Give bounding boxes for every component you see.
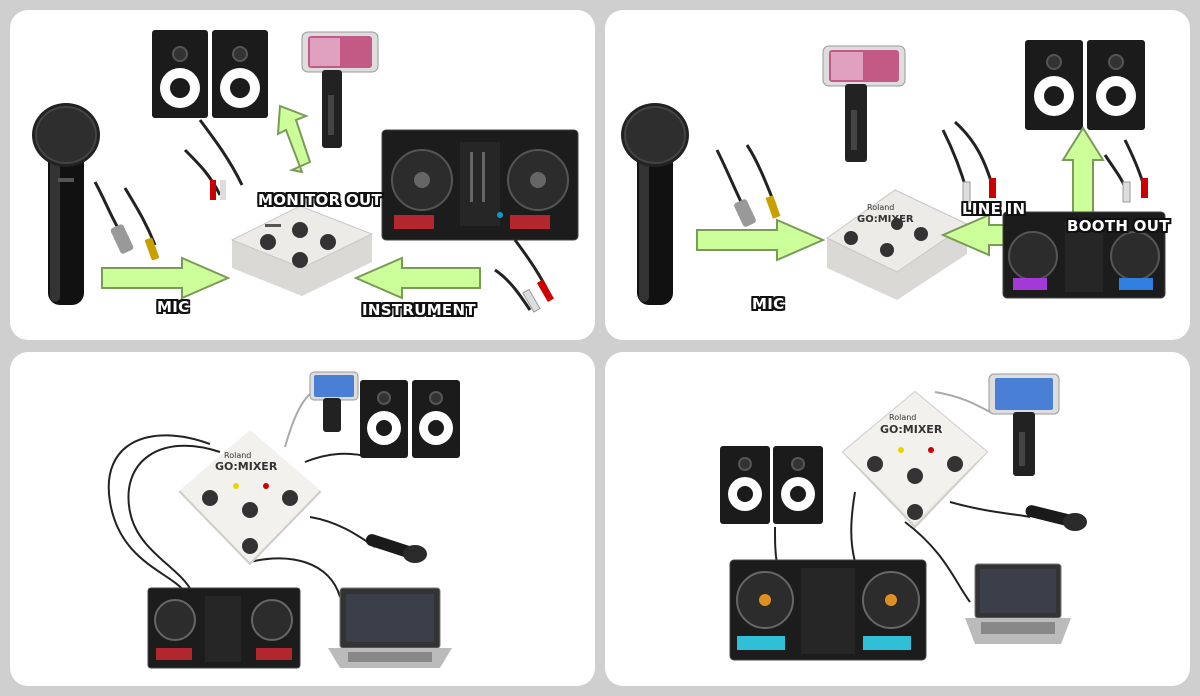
dj-controller-icon [381,129,579,241]
dj-controller-icon [147,587,301,669]
smartphone-icon [822,45,906,87]
xlr-cable-icon [93,181,159,261]
diagram-dj-large-setup: Roland GO:MIXER [720,373,1087,661]
laptop-icon [328,587,452,668]
speaker-cable [198,119,244,186]
mic-arrow [101,256,231,300]
smartphone-icon [309,371,359,401]
mixer-model: GO:MIXER [857,214,914,225]
diagram-dj-small-setup: Roland GO:MIXER [107,371,460,669]
diagram-instrument-setup [32,30,579,313]
panel-setup-dj-small: Roland GO:MIXER [10,352,595,686]
label-booth-out: BOOTH OUT [1067,217,1170,235]
phone-stand-icon [322,70,342,148]
microphone-icon [365,534,427,563]
mixer-model: GO:MIXER [880,423,943,436]
microphone-icon [1025,505,1087,531]
diagram-line-in-setup: Roland GO:MIXER [621,40,1166,305]
panel-setup-instrument: MIC MONITOR OUT INSTRUMENT [10,10,595,340]
mixer-brand: Roland [224,451,251,460]
rca-plug-red [210,180,216,200]
label-mic: MIC [752,295,785,313]
label-instrument: INSTRUMENT [362,301,476,319]
go-mixer-device: Roland GO:MIXER [178,430,322,566]
label-monitor-out: MONITOR OUT [258,191,383,209]
go-mixer-device: Roland GO:MIXER [841,390,989,529]
booth-out-arrow [1061,126,1105,215]
speaker-left-icon [720,446,770,524]
go-mixer-device: Roland GO:MIXER [826,189,969,300]
speaker-left-icon [1025,40,1083,130]
speaker-right-icon [773,446,823,524]
speaker-right-icon [412,380,460,458]
laptop-icon [965,563,1071,644]
microphone-icon [32,103,100,305]
phone-stand-icon [1013,412,1035,476]
mixer-brand: Roland [889,413,916,422]
speaker-left-icon [360,380,408,458]
rca-cable [494,268,532,311]
mixer-brand: Roland [867,203,894,212]
panel-setup-line-in: Roland GO:MIXER [605,10,1190,340]
dj-controller-icon [729,559,927,661]
label-mic: MIC [157,298,190,316]
smartphone-icon [988,373,1060,415]
rca-plug-white [220,180,226,200]
speaker-cable [183,148,222,196]
speaker-left-icon [152,30,208,118]
speaker-right-icon [212,30,268,118]
smartphone-icon [301,31,379,73]
label-line-in: LINE IN [962,200,1026,218]
speaker-right-icon [1087,40,1145,130]
panel-setup-dj-large: Roland GO:MIXER [605,352,1190,686]
mic-arrow [696,218,826,262]
dj-controller-icon [1002,211,1166,299]
microphone-icon [621,103,689,305]
mixer-model: GO:MIXER [215,460,278,473]
instrument-arrow [353,256,481,300]
phone-stand-icon [323,398,341,432]
phone-stand-icon [845,84,867,162]
go-mixer-device [230,205,374,296]
monitor-out-arrow [276,104,312,174]
